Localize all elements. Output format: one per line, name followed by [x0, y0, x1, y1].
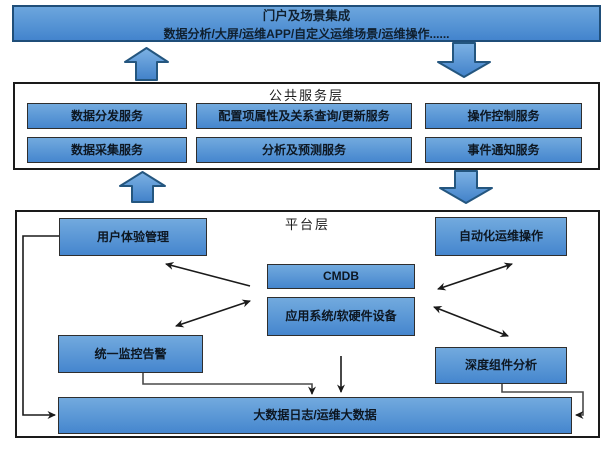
cmdb-box: CMDB [267, 264, 415, 289]
down-block-arrow-icon [439, 170, 493, 204]
event-notification-service-box: 事件通知服务 [425, 137, 582, 163]
unified-monitoring-box: 统一监控告警 [58, 335, 203, 373]
operation-control-service-box: 操作控制服务 [425, 103, 582, 129]
portal-subtitle: 数据分析/大屏/运维APP/自定义运维场景/运维操作...... [163, 27, 450, 41]
up-block-arrow-icon [124, 47, 169, 81]
portal-banner: 门户及场景集成 数据分析/大屏/运维APP/自定义运维场景/运维操作...... [12, 5, 601, 42]
portal-title: 门户及场景集成 [262, 9, 351, 23]
down-block-arrow-icon [437, 42, 491, 78]
deep-component-analysis-box: 深度组件分析 [435, 347, 567, 384]
auto-ops-box: 自动化运维操作 [435, 217, 567, 256]
app-system-box: 应用系统/软硬件设备 [267, 297, 415, 336]
data-collection-service-box: 数据采集服务 [27, 137, 187, 163]
service-layer-title: 公共服务层 [268, 88, 344, 103]
user-experience-box: 用户体验管理 [59, 218, 207, 256]
big-data-box: 大数据日志/运维大数据 [58, 397, 572, 434]
platform-layer-title: 平台层 [284, 217, 330, 232]
config-query-update-service-box: 配置项属性及关系查询/更新服务 [196, 103, 412, 129]
analysis-prediction-service-box: 分析及预测服务 [196, 137, 412, 163]
up-block-arrow-icon [119, 171, 166, 203]
data-distribution-service-box: 数据分发服务 [27, 103, 187, 129]
